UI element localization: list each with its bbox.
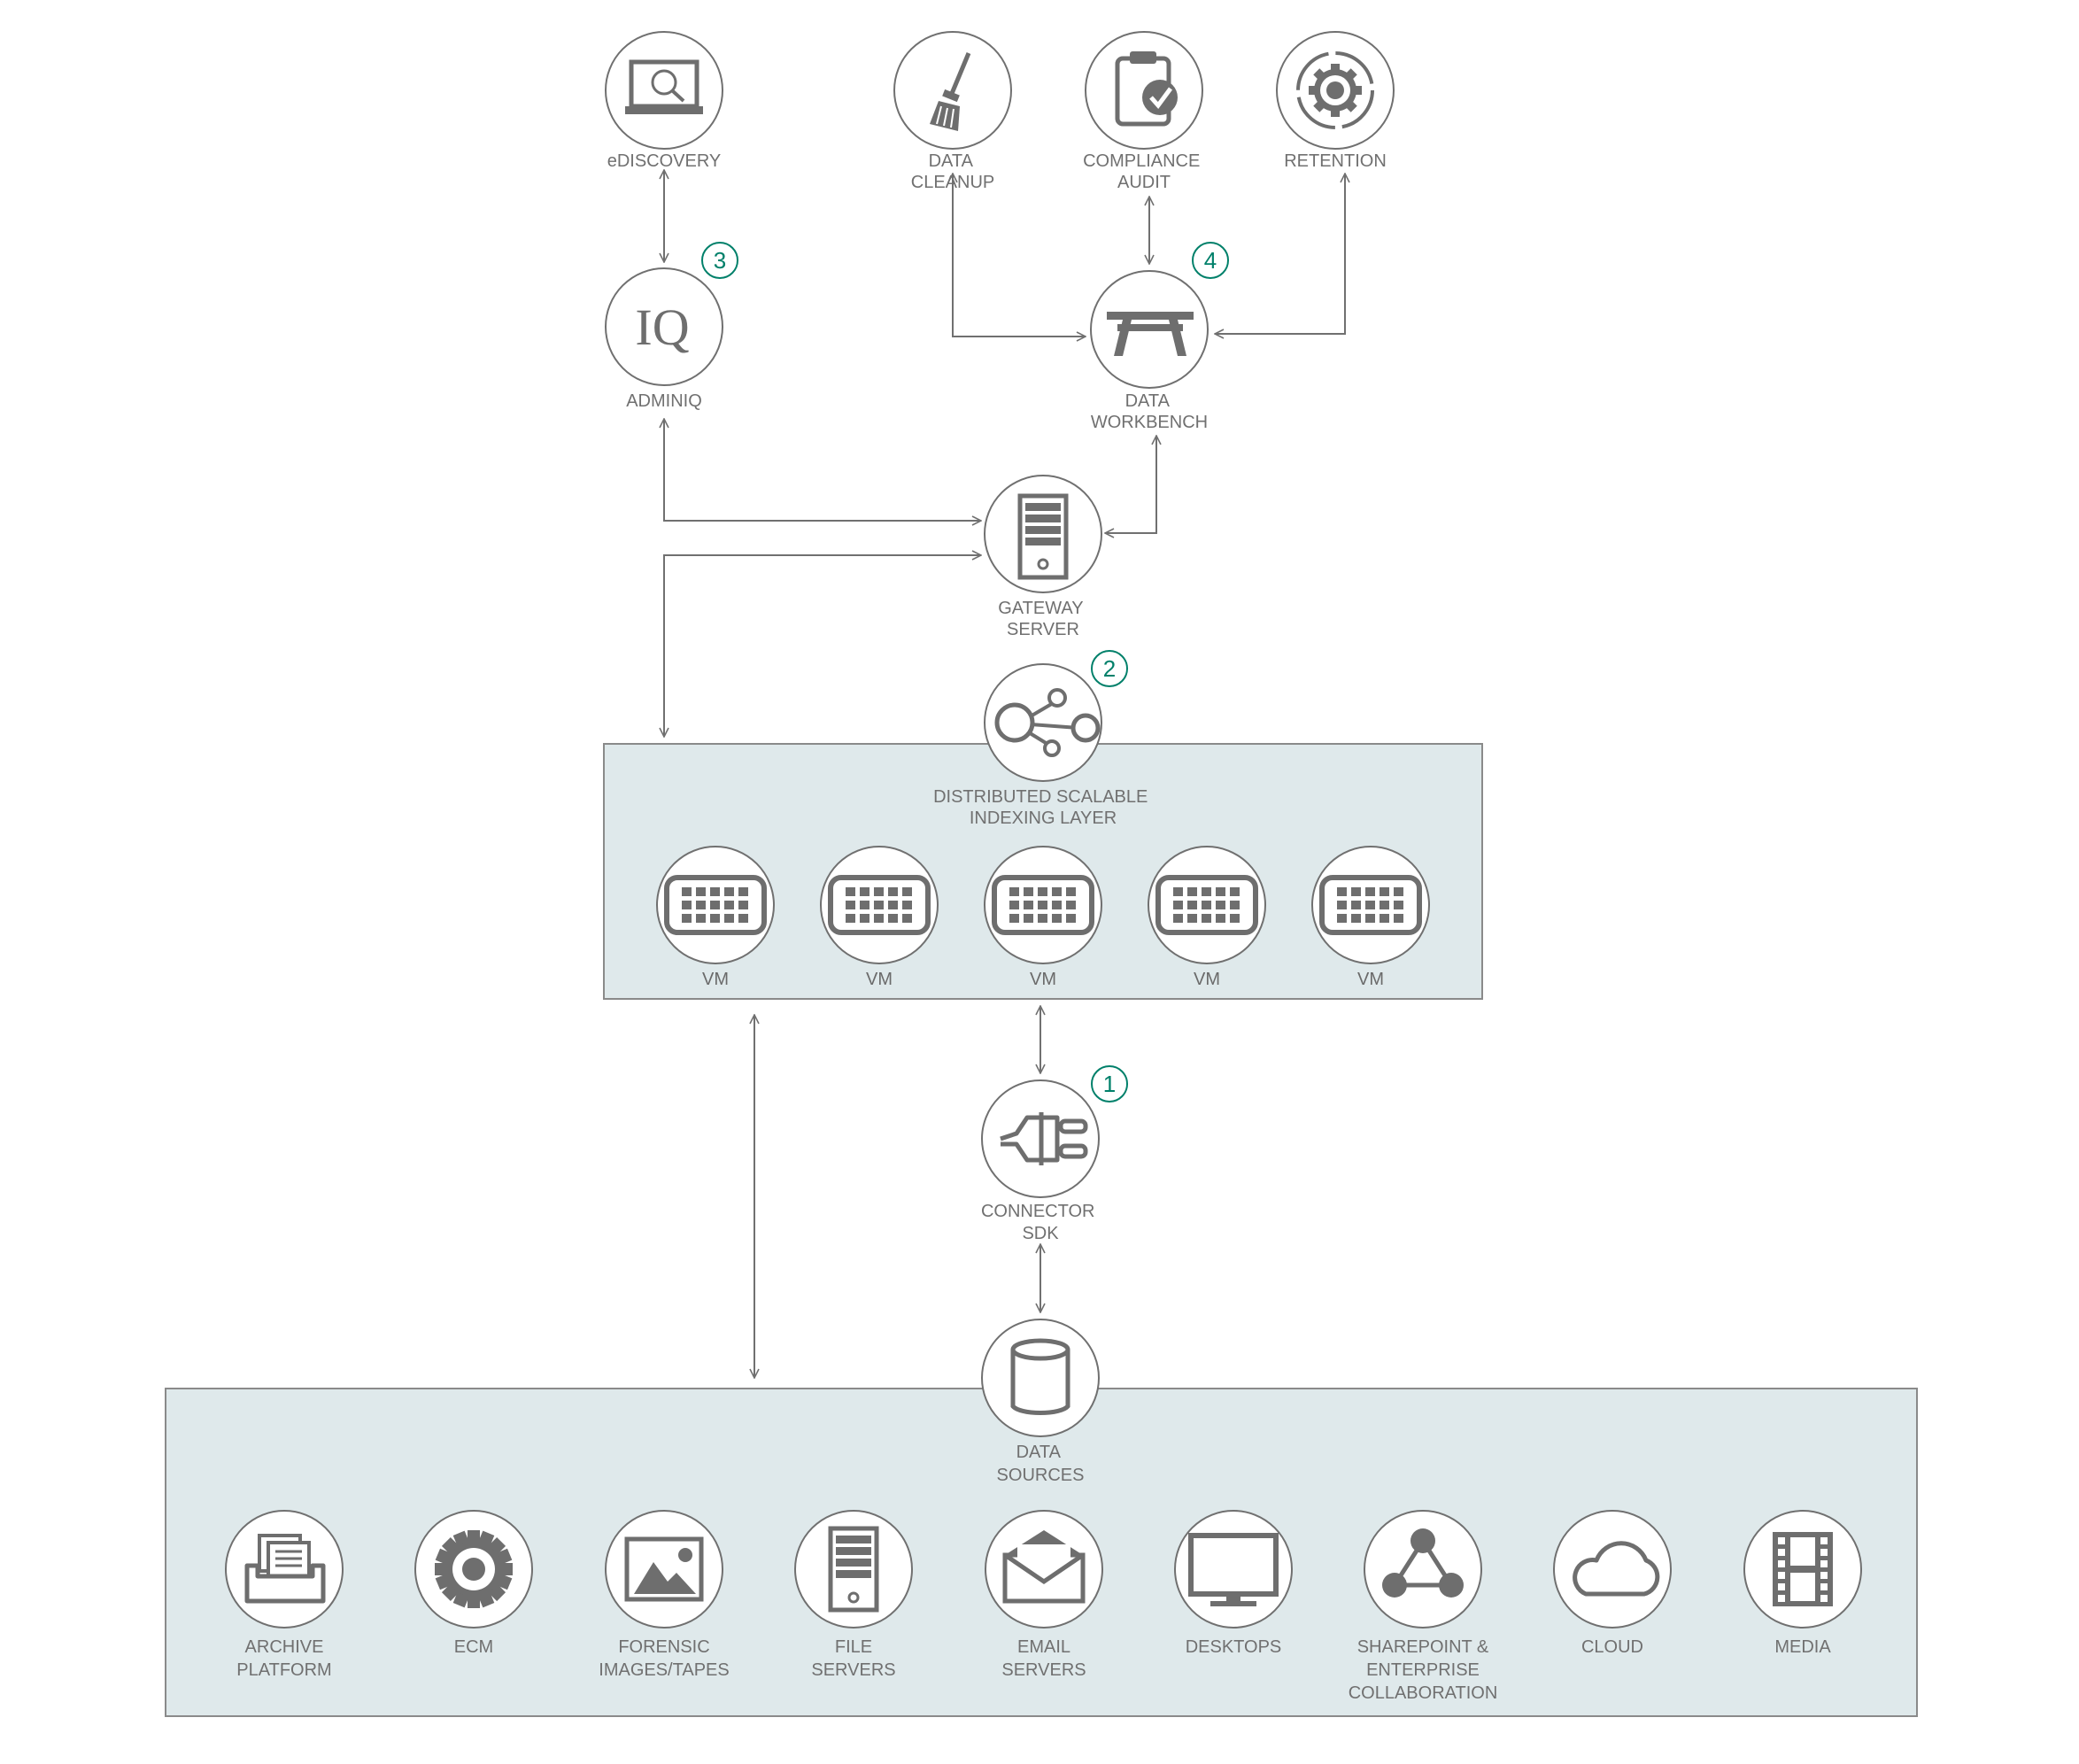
gateway-server-label: GATEWAY SERVER bbox=[998, 599, 1088, 639]
gear-icon bbox=[435, 1530, 513, 1608]
svg-text:1: 1 bbox=[1103, 1071, 1116, 1097]
node-data-sources: DATA SOURCES bbox=[981, 1319, 1100, 1485]
workbench-table-icon bbox=[1107, 312, 1194, 356]
archive-box-icon bbox=[244, 1534, 326, 1604]
laptop-search-icon bbox=[625, 59, 703, 114]
arrow-workbench-gateway bbox=[1105, 436, 1156, 533]
source-node: MEDIA bbox=[1743, 1510, 1862, 1657]
source-node: CLOUD bbox=[1553, 1510, 1672, 1657]
data-cleanup-label: DATA CLEANUP bbox=[911, 151, 994, 192]
vm-grid-icon bbox=[1155, 875, 1258, 935]
vm-node: VM bbox=[820, 846, 939, 989]
data-workbench-label: DATA WORKBENCH bbox=[1091, 391, 1208, 432]
envelope-icon bbox=[1002, 1530, 1086, 1604]
source-label: MEDIA bbox=[1774, 1637, 1831, 1657]
svg-text:2: 2 bbox=[1103, 655, 1116, 682]
monitor-icon bbox=[1188, 1533, 1279, 1606]
vm-grid-icon bbox=[992, 875, 1094, 935]
iq-logo-icon: IQ bbox=[635, 298, 689, 356]
plug-icon bbox=[1000, 1112, 1088, 1165]
node-ediscovery: eDISCOVERY bbox=[605, 31, 723, 171]
vm-row: VM VM VM VM VM bbox=[656, 846, 1430, 989]
badge-3: 3 bbox=[701, 242, 738, 279]
indexing-layer-label: DISTRIBUTED SCALABLE INDEXING LAYER bbox=[933, 787, 1153, 828]
vm-label: VM bbox=[1030, 970, 1056, 989]
node-indexing-layer: DISTRIBUTED SCALABLE INDEXING LAYER bbox=[933, 663, 1153, 828]
vm-label: VM bbox=[702, 970, 729, 989]
cloud-icon bbox=[1573, 1541, 1660, 1597]
badge-1: 1 bbox=[1091, 1065, 1128, 1102]
ediscovery-label: eDISCOVERY bbox=[607, 151, 722, 171]
gear-cycle-icon bbox=[1296, 51, 1374, 129]
vm-node: VM bbox=[1148, 846, 1266, 989]
node-connector-sdk: CONNECTOR SDK bbox=[981, 1079, 1100, 1243]
svg-text:4: 4 bbox=[1204, 247, 1217, 274]
vm-label: VM bbox=[866, 970, 893, 989]
clipboard-check-icon bbox=[1115, 51, 1178, 127]
node-retention: RETENTION bbox=[1276, 31, 1395, 171]
compliance-audit-label: COMPLIANCE AUDIT bbox=[1083, 151, 1205, 192]
node-adminiq: IQ ADMINIQ bbox=[605, 267, 723, 411]
vm-node: VM bbox=[656, 846, 775, 989]
broom-icon bbox=[930, 52, 971, 131]
adminiq-label: ADMINIQ bbox=[626, 391, 702, 411]
server-tower-icon bbox=[828, 1526, 879, 1613]
film-icon bbox=[1773, 1532, 1833, 1606]
badge-4: 4 bbox=[1192, 242, 1229, 279]
retention-label: RETENTION bbox=[1284, 151, 1387, 171]
arrow-adminiq-gateway bbox=[664, 419, 981, 521]
data-sources-label: DATA SOURCES bbox=[997, 1443, 1085, 1485]
vm-label: VM bbox=[1357, 970, 1384, 989]
arrow-cleanup-workbench bbox=[953, 174, 1086, 337]
share-nodes-icon bbox=[994, 688, 1101, 757]
source-label: ECM bbox=[454, 1637, 493, 1657]
source-label: CLOUD bbox=[1581, 1637, 1643, 1657]
source-node: DESKTOPS bbox=[1174, 1510, 1293, 1657]
badge-2: 2 bbox=[1091, 650, 1128, 687]
source-node: ECM bbox=[414, 1510, 533, 1657]
arrow-retention-workbench bbox=[1215, 174, 1345, 334]
node-gateway-server: GATEWAY SERVER bbox=[984, 475, 1102, 639]
vm-node: VM bbox=[1311, 846, 1430, 989]
node-compliance-audit: COMPLIANCE AUDIT bbox=[1083, 31, 1205, 192]
svg-text:3: 3 bbox=[714, 247, 726, 274]
vm-grid-icon bbox=[664, 875, 767, 935]
image-icon bbox=[624, 1536, 704, 1602]
database-icon bbox=[1010, 1338, 1070, 1416]
vm-node: VM bbox=[984, 846, 1102, 989]
connector-sdk-label: CONNECTOR SDK bbox=[981, 1202, 1100, 1243]
node-data-workbench: DATA WORKBENCH bbox=[1090, 270, 1209, 432]
vm-grid-icon bbox=[828, 875, 931, 935]
node-data-cleanup: DATA CLEANUP bbox=[893, 31, 1012, 192]
vm-label: VM bbox=[1194, 970, 1220, 989]
server-tower-icon bbox=[1017, 493, 1069, 580]
collaboration-icon bbox=[1382, 1528, 1464, 1598]
connectors bbox=[664, 170, 1345, 1378]
source-label: DESKTOPS bbox=[1186, 1637, 1282, 1657]
vm-grid-icon bbox=[1319, 875, 1422, 935]
arrow-gateway-indexing bbox=[664, 555, 981, 737]
